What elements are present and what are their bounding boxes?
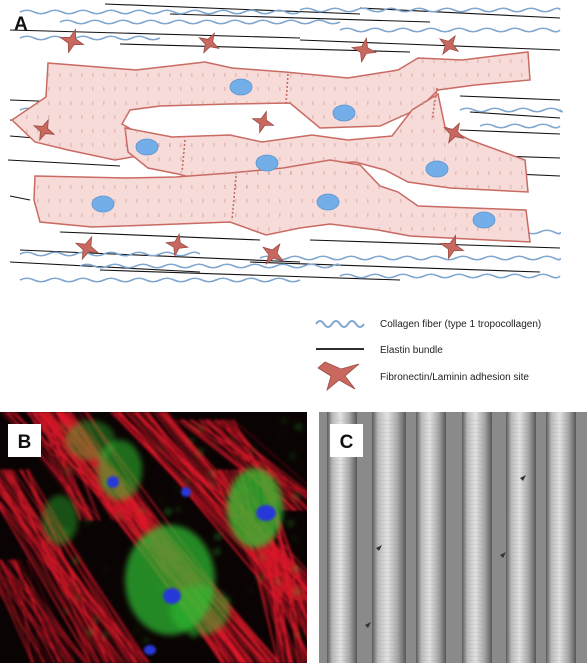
- muscle-cells: [10, 51, 531, 243]
- collagen-fibers: [19, 7, 563, 283]
- panel-a-schematic: A: [7, 3, 563, 283]
- adhesion-sites: [32, 28, 465, 265]
- panel-a-label: A: [14, 14, 28, 35]
- panel-b-label: B: [18, 432, 32, 453]
- legend-collagen-label: Collagen fiber (type 1 tropocollagen): [380, 319, 541, 330]
- legend: Collagen fiber (type 1 tropocollagen) El…: [315, 319, 541, 392]
- adhesion-legend-icon: [317, 361, 360, 392]
- legend-adhesion-label: Fibronectin/Laminin adhesion site: [380, 372, 529, 383]
- legend-elastin-label: Elastin bundle: [380, 345, 443, 356]
- collagen-legend-swatch: [315, 320, 365, 328]
- panel-c-label: C: [340, 432, 354, 453]
- cell-nuclei: [91, 78, 496, 229]
- panel-b-fluorescence-micrograph: B: [0, 412, 307, 663]
- panel-c-sem-micrograph: C: [319, 412, 587, 663]
